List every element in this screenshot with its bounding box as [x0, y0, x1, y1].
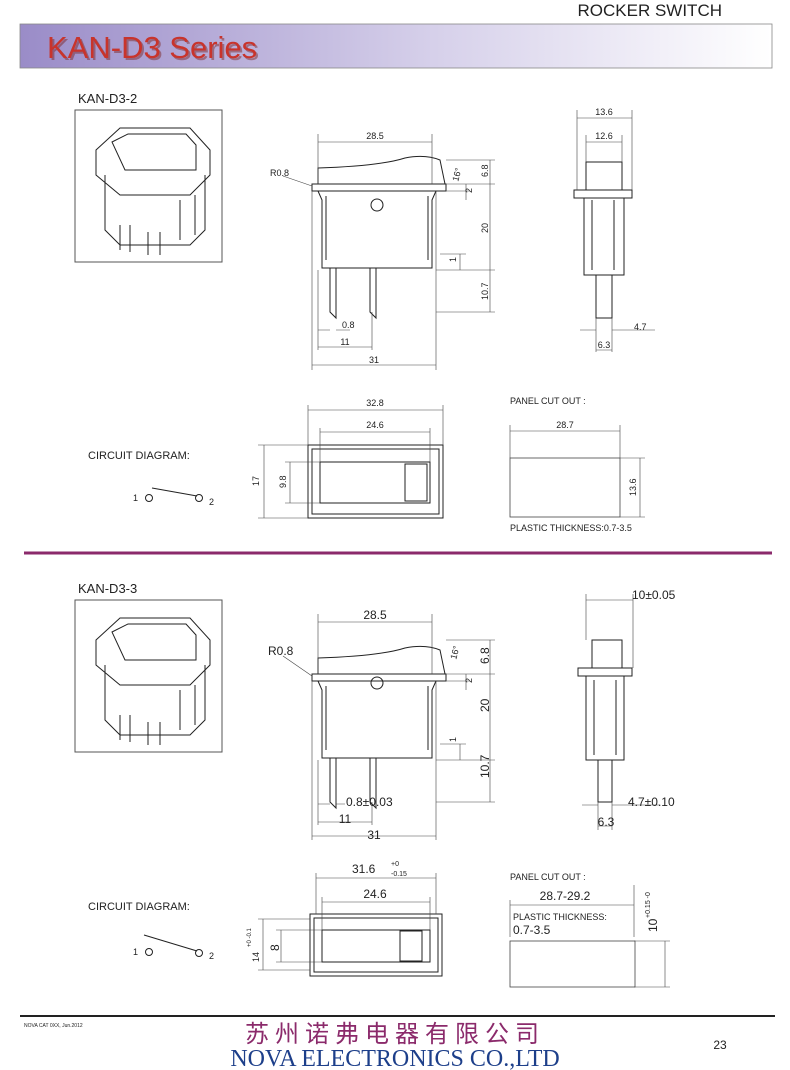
- dim-radius: R0.8: [268, 644, 294, 658]
- dim-terminal-width: 0.8: [342, 320, 355, 330]
- dim-side-term-thick: 4.7: [634, 322, 647, 332]
- dim-top-inner-width: 24.6: [363, 887, 387, 901]
- plastic-thickness-label: PLASTIC THICKNESS:: [513, 912, 607, 922]
- dim-terminal-height: 10.7: [478, 754, 492, 778]
- dim-side-outer: 13.6: [595, 107, 613, 117]
- circuit-diagram-label: CIRCUIT DIAGRAM:: [88, 450, 190, 462]
- circuit-switch-symbol: [145, 487, 203, 502]
- catalog-code: NOVA CAT 0XX, Jun.2012: [24, 1023, 83, 1029]
- panel-width: 28.7-29.2: [540, 889, 591, 903]
- dim-terminal-pitch: 11: [339, 812, 352, 826]
- dim-top-outer-width: 31.6: [352, 862, 376, 876]
- dim-terminal-height: 10.7: [480, 282, 490, 300]
- dim-body-height: 20: [478, 698, 492, 712]
- side-view-drawing: [573, 110, 655, 352]
- dim-gap: 1: [448, 737, 458, 742]
- panel-height: 13.6: [628, 478, 638, 496]
- category-label: ROCKER SWITCH: [578, 1, 723, 20]
- section-kan-d3-3: KAN-D3-3 28.5 R0.8 16° 6.8 2 20: [74, 581, 676, 988]
- dim-width-top: 28.5: [366, 131, 384, 141]
- dim-width-total: 31: [369, 355, 379, 365]
- dim-top-outer-height-tol: +0 -0.1: [247, 927, 253, 947]
- company-name-cn: 苏州诺弗电器有限公司: [245, 1020, 545, 1048]
- model-label: KAN-D3-2: [78, 91, 137, 106]
- page-number: 23: [713, 1038, 727, 1052]
- dim-rocker-height: 6.8: [478, 647, 492, 664]
- dim-side-inner: 12.6: [595, 131, 613, 141]
- dim-side-term-width: 6.3: [598, 815, 615, 829]
- top-view-drawing: [258, 405, 444, 519]
- dim-body-height: 20: [480, 223, 490, 233]
- section-kan-d3-2: KAN-D3-2 28.5 R0.8 16° 6.8 2 20: [74, 91, 655, 533]
- dim-top-inner-height: 8: [268, 944, 282, 951]
- pin-1-label: 1: [133, 493, 138, 503]
- product-photo: [74, 599, 223, 753]
- page-title: KAN-D3 Series: [47, 30, 257, 65]
- dim-top-inner-width: 24.6: [366, 420, 384, 430]
- panel-cutout-label: PANEL CUT OUT :: [510, 872, 586, 882]
- plastic-thickness-value: 0.7-3.5: [513, 923, 551, 937]
- pin-1-label: 1: [133, 947, 138, 957]
- front-view-drawing: [282, 134, 495, 370]
- title-shadow: KAN-D3 Series: [49, 32, 259, 67]
- dim-top-outer-width: 32.8: [366, 398, 384, 408]
- side-view-drawing: [577, 594, 660, 830]
- company-name-en: NOVA ELECTRONICS CO.,LTD: [230, 1046, 559, 1070]
- dim-terminal-width: 0.8±0.03: [346, 795, 393, 809]
- pin-2-label: 2: [209, 951, 214, 961]
- dim-side-outer: 10±0.05: [632, 588, 676, 602]
- dim-rocker-height: 6.8: [480, 164, 490, 177]
- dim-side-term-width: 6.3: [598, 340, 611, 350]
- panel-cutout-drawing: [509, 425, 645, 518]
- dim-top-outer-height: 14: [251, 952, 261, 962]
- dim-terminal-pitch: 11: [340, 337, 349, 347]
- dim-flange-height: 2: [464, 678, 474, 683]
- panel-cutout-drawing: [509, 885, 670, 988]
- top-view-drawing: [258, 873, 443, 977]
- dim-gap: 1: [448, 257, 458, 262]
- dim-angle: 16°: [448, 644, 461, 660]
- model-label: KAN-D3-3: [78, 581, 137, 596]
- dim-width-top: 28.5: [363, 608, 387, 622]
- panel-width: 28.7: [556, 420, 574, 430]
- circuit-diagram-label: CIRCUIT DIAGRAM:: [88, 901, 190, 913]
- dim-top-outer-tol-up: +0: [391, 861, 399, 868]
- circuit-switch-symbol: [143, 934, 203, 957]
- dim-side-term-thick: 4.7±0.10: [628, 795, 675, 809]
- dim-radius: R0.8: [270, 168, 289, 178]
- panel-cutout-label: PANEL CUT OUT :: [510, 396, 586, 406]
- dim-angle: 16°: [450, 166, 463, 182]
- plastic-thickness: PLASTIC THICKNESS:0.7-3.5: [510, 523, 632, 533]
- pin-2-label: 2: [209, 497, 214, 507]
- dim-top-outer-tol-down: -0.15: [391, 871, 407, 878]
- panel-height-tol: +0.15 -0: [645, 892, 652, 918]
- product-photo: [74, 109, 223, 263]
- dim-top-outer-height: 17: [251, 476, 261, 486]
- dim-flange-height: 2: [464, 188, 474, 193]
- panel-height: 10: [646, 918, 660, 932]
- dim-top-inner-height: 9.8: [278, 475, 288, 488]
- dim-width-total: 31: [367, 828, 381, 842]
- front-view-drawing: [282, 614, 495, 840]
- title-bar: [19, 23, 773, 69]
